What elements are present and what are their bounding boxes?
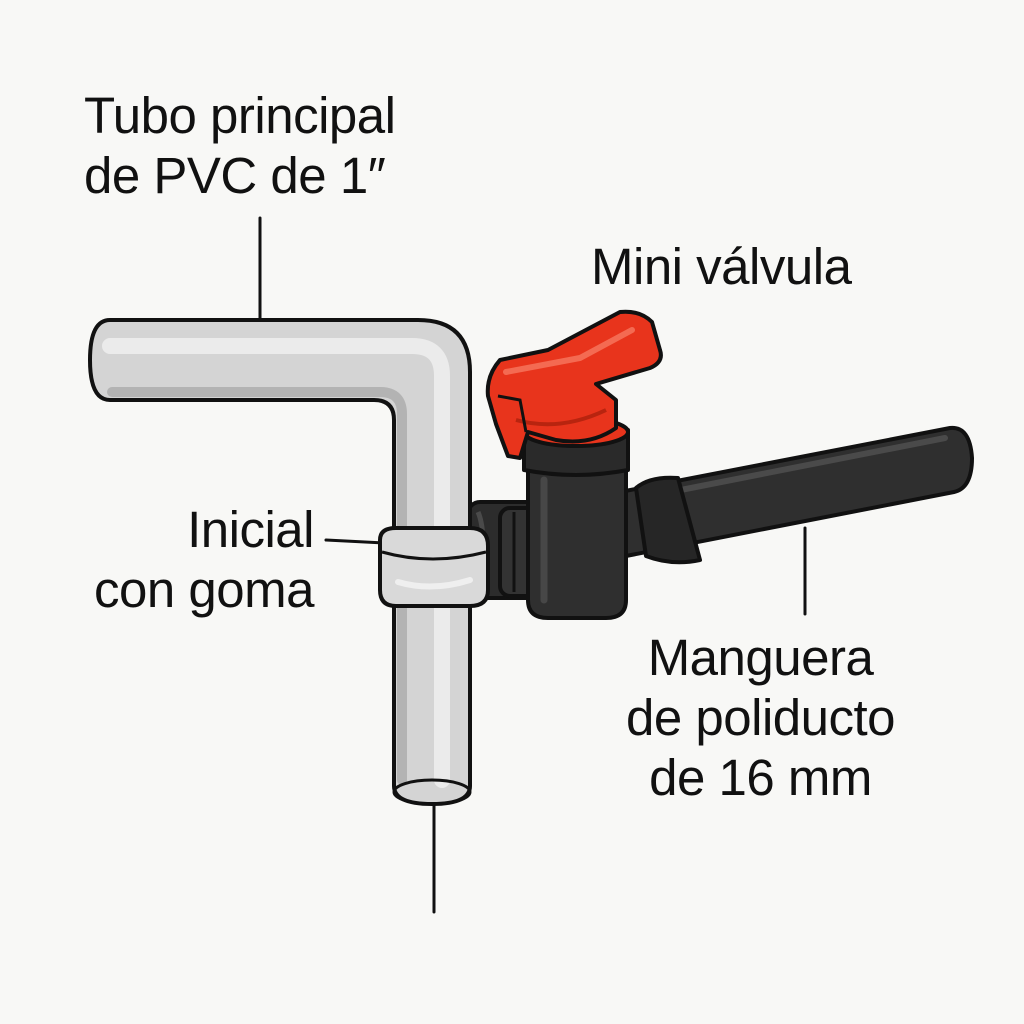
label-starter-line1: Inicial <box>187 501 314 558</box>
label-main-pipe: Tubo principal de PVC de 1″ <box>84 86 396 206</box>
label-hose-line2: de poliducto <box>626 689 896 746</box>
label-hose: Manguera de poliducto de 16 mm <box>626 628 896 808</box>
label-main-pipe-line2: de PVC de 1″ <box>84 147 386 204</box>
valve-handle[interactable] <box>485 309 663 460</box>
label-hose-line3: de 16 mm <box>649 749 872 806</box>
starter-rubber-ring <box>378 526 490 608</box>
label-starter: Inicial con goma <box>94 500 314 620</box>
leader-line-starter <box>324 538 386 545</box>
hose <box>618 425 974 565</box>
leader-lines <box>258 216 807 914</box>
label-main-pipe-line1: Tubo principal <box>84 87 396 144</box>
label-mini-valve: Mini válvula <box>591 237 852 297</box>
valve-body <box>522 416 630 620</box>
label-mini-valve-line1: Mini válvula <box>591 238 852 295</box>
label-hose-line1: Manguera <box>647 629 874 686</box>
label-starter-line2: con goma <box>94 561 314 618</box>
